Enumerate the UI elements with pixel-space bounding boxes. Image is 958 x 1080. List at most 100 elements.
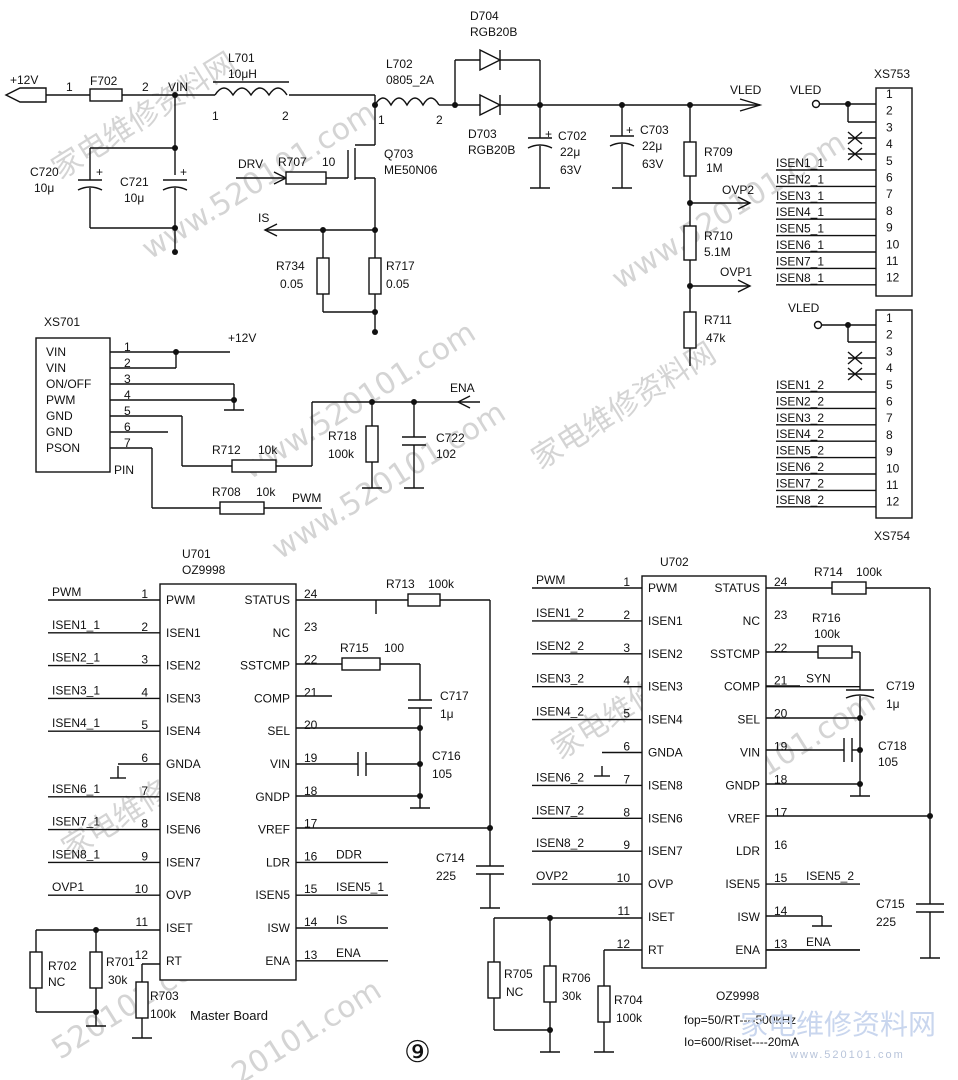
pin-name: ENA bbox=[265, 954, 290, 968]
net-label: ISEN6_1 bbox=[776, 238, 824, 252]
ref-r709: R709 bbox=[704, 145, 733, 159]
pin-number: 6 bbox=[623, 740, 630, 754]
pin-number: 6 bbox=[886, 171, 893, 185]
ref-r704: R704 bbox=[614, 993, 643, 1007]
ref-r703: R703 bbox=[150, 989, 179, 1003]
pin-number: 14 bbox=[774, 904, 788, 918]
val-c703: 63V bbox=[642, 157, 663, 171]
net-label: ISEN5_2 bbox=[806, 869, 854, 883]
net-label: ISEN5_1 bbox=[776, 222, 824, 236]
resistor-r705 bbox=[487, 961, 501, 999]
pin-number: 7 bbox=[886, 187, 893, 201]
pin-number: 6 bbox=[141, 751, 148, 765]
net-label: ISEN1_1 bbox=[52, 618, 100, 632]
resistor-r710 bbox=[683, 225, 697, 261]
net-label: ISEN5_1 bbox=[336, 880, 384, 894]
net-ovp2: OVP2 bbox=[722, 183, 754, 197]
ref-r712: R712 bbox=[212, 443, 241, 457]
ic-body-u701 bbox=[159, 583, 297, 981]
net-label: IS bbox=[336, 913, 347, 927]
pin-number: 5 bbox=[623, 707, 630, 721]
pin-number: 8 bbox=[886, 204, 893, 218]
pin-number: 23 bbox=[304, 620, 318, 634]
val-l702: 0805_2A bbox=[386, 73, 434, 87]
net-label: OVP1 bbox=[52, 880, 84, 894]
val-r703: 100k bbox=[150, 1007, 177, 1021]
ref-r702: R702 bbox=[48, 959, 77, 973]
pin-name: SEL bbox=[737, 713, 760, 727]
pin-name: ISW bbox=[267, 921, 290, 935]
resistor-r734 bbox=[316, 257, 330, 295]
pin-number: 3 bbox=[623, 641, 630, 655]
plus-sign: + bbox=[545, 127, 552, 141]
pin-number: 5 bbox=[886, 378, 893, 392]
pin-name: ISEN7 bbox=[648, 844, 683, 858]
pin-name: STATUS bbox=[244, 593, 290, 607]
val-d704: RGB20B bbox=[470, 25, 517, 39]
pin-name: RT bbox=[166, 954, 182, 968]
pin-header-label: PIN bbox=[114, 463, 134, 477]
net-label: ISEN2_2 bbox=[536, 639, 584, 653]
val-r701: 30k bbox=[108, 973, 128, 987]
board-label: Master Board bbox=[190, 1008, 268, 1023]
val-r715: 100 bbox=[384, 641, 404, 655]
pin-number: 19 bbox=[304, 751, 318, 765]
ref-r714: R714 bbox=[814, 565, 843, 579]
pin-name: ISET bbox=[166, 921, 193, 935]
net-label: ISEN3_1 bbox=[776, 189, 824, 203]
fuse-f702 bbox=[89, 88, 123, 102]
net-ovp1: OVP1 bbox=[720, 265, 752, 279]
resistor-r706 bbox=[543, 965, 557, 1003]
ref-c703: C703 bbox=[640, 123, 669, 137]
net-vled: VLED bbox=[730, 83, 762, 97]
ref-c714: C714 bbox=[436, 851, 465, 865]
net-vled: VLED bbox=[790, 83, 822, 97]
net-vled: VLED bbox=[788, 301, 820, 315]
pin-number: 17 bbox=[774, 805, 788, 819]
pin-name: NC bbox=[743, 614, 761, 628]
net-label: DDR bbox=[336, 847, 362, 861]
val-q703: ME50N06 bbox=[384, 163, 438, 177]
pin-name: VREF bbox=[728, 811, 760, 825]
net-label: ENA bbox=[336, 946, 361, 960]
pin-name: ISEN8 bbox=[166, 790, 201, 804]
val-r713: 100k bbox=[428, 577, 455, 591]
pin-name: ISEN1 bbox=[166, 626, 201, 640]
pin-name: VREF bbox=[258, 823, 290, 837]
pin-number: 8 bbox=[886, 428, 893, 442]
pin-number: 2 bbox=[886, 104, 893, 118]
power-section: +12V 1 F702 2 VIN + C720 10μ + C721 10μ bbox=[4, 9, 763, 366]
val-c702: 63V bbox=[560, 163, 581, 177]
resistor-r701 bbox=[89, 951, 103, 989]
net-label: ISEN7_2 bbox=[776, 476, 824, 490]
note-io: Io=600/Riset----20mA bbox=[684, 1035, 799, 1049]
pin-number: 7 bbox=[886, 411, 893, 425]
resistor-r717 bbox=[368, 257, 382, 295]
label-12v: +12V bbox=[10, 73, 38, 87]
net-label: ISEN2_1 bbox=[776, 172, 824, 186]
val-r712: 10k bbox=[258, 443, 278, 457]
plus-sign: + bbox=[626, 123, 633, 137]
pin-name: ISW bbox=[737, 910, 760, 924]
pin-number: 10 bbox=[886, 237, 900, 251]
pin-name: OVP bbox=[166, 888, 191, 902]
pin-number: 10 bbox=[617, 871, 631, 885]
pin-number: 10 bbox=[135, 882, 149, 896]
pin-number: 18 bbox=[304, 784, 318, 798]
pin-label: PSON bbox=[46, 441, 80, 455]
pin-number: 8 bbox=[141, 817, 148, 831]
pin-number: 3 bbox=[886, 344, 893, 358]
net-drv: DRV bbox=[238, 157, 263, 171]
resistor-r713 bbox=[407, 593, 441, 607]
pin-number: 2 bbox=[886, 328, 893, 342]
pin-name: GNDA bbox=[648, 746, 683, 760]
ref-c715: C715 bbox=[876, 897, 905, 911]
resistor-r709 bbox=[683, 141, 697, 177]
pin-number: 1 bbox=[886, 311, 893, 325]
pin-number: 5 bbox=[124, 404, 131, 418]
net-label: ISEN8_1 bbox=[776, 271, 824, 285]
ref-r706: R706 bbox=[562, 971, 591, 985]
ref-r707: R707 bbox=[278, 155, 307, 169]
pin-number: 11 bbox=[886, 254, 899, 268]
resistor-r703 bbox=[135, 981, 149, 1019]
